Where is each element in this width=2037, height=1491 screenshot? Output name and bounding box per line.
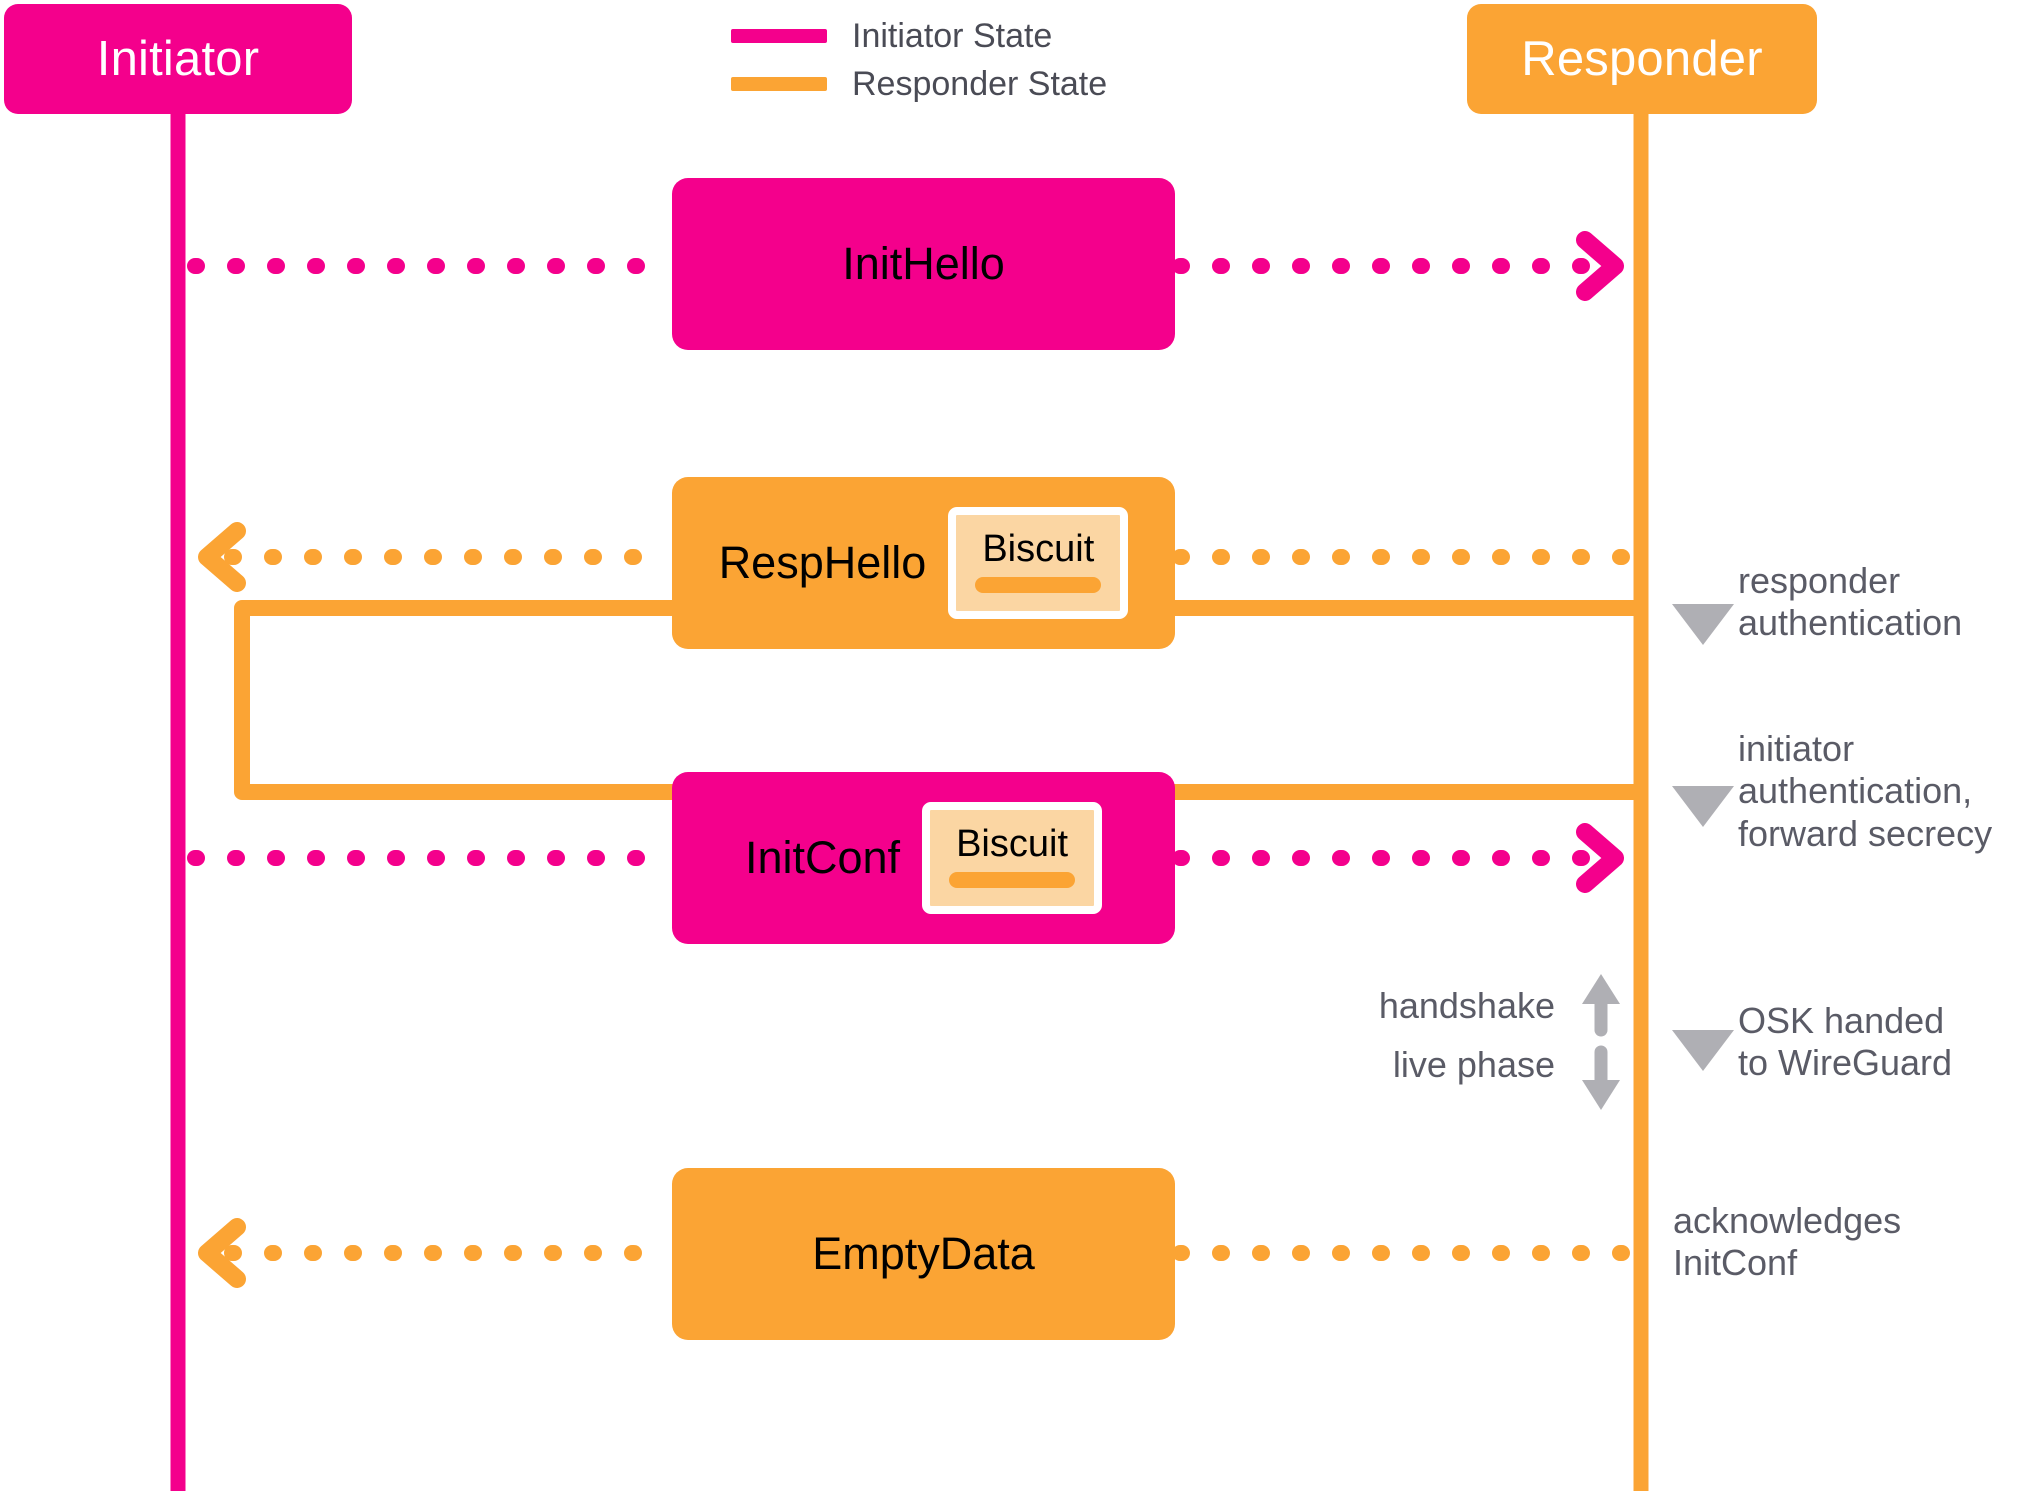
- message-label-initconf: InitConf: [744, 832, 901, 883]
- message-box-inithello[interactable]: InitHello: [672, 178, 1175, 350]
- triangle-down-icon-initiator-auth: [1672, 786, 1734, 827]
- legend: Initiator State Responder State: [731, 12, 1107, 108]
- annotation-responder-authentication: responder authentication: [1738, 560, 1963, 644]
- phase-label-handshake: handshake: [1378, 985, 1555, 1026]
- message-box-emptydata[interactable]: EmptyData: [672, 1168, 1175, 1340]
- annotation-osk-handed-to-wireguard: OSK handed to WireGuard: [1738, 1000, 1953, 1084]
- arrowhead-initconf-icon: [1576, 823, 1624, 893]
- message-label-inithello: InitHello: [842, 238, 1005, 289]
- biscuit-badge-resphello: Biscuit: [948, 507, 1129, 619]
- message-box-initconf[interactable]: InitConf Biscuit: [672, 772, 1175, 944]
- arrow-up-icon-handshake: [1582, 974, 1620, 1037]
- biscuit-bar-icon: [949, 871, 1076, 888]
- arrow-down-icon-live-phase: [1582, 1045, 1620, 1110]
- arrowhead-emptydata-icon: [198, 1218, 246, 1288]
- legend-item-responder-state: Responder State: [731, 60, 1107, 108]
- triangle-down-icon-responder-auth: [1672, 604, 1734, 645]
- message-label-resphello: RespHello: [718, 537, 927, 588]
- biscuit-bar-icon: [975, 576, 1102, 593]
- annotation-acknowledges-initconf: acknowledges InitConf: [1673, 1200, 1902, 1284]
- annotation-initiator-authentication: initiator authentication, forward secrec…: [1738, 728, 1993, 854]
- message-box-resphello[interactable]: RespHello Biscuit: [672, 477, 1175, 649]
- message-label-emptydata: EmptyData: [812, 1228, 1035, 1279]
- biscuit-label-resphello: Biscuit: [982, 527, 1095, 570]
- actor-label-initiator: Initiator: [96, 32, 260, 86]
- arrowhead-resphello-icon: [198, 522, 246, 592]
- phase-label-live-phase: live phase: [1392, 1044, 1555, 1085]
- legend-item-initiator-state: Initiator State: [731, 12, 1107, 60]
- arrowhead-inithello-icon: [1576, 231, 1624, 301]
- biscuit-label-initconf: Biscuit: [956, 822, 1068, 865]
- biscuit-badge-initconf: Biscuit: [922, 802, 1103, 914]
- triangle-down-icon-osk: [1672, 1030, 1734, 1071]
- actor-label-responder: Responder: [1521, 32, 1763, 86]
- legend-swatch-responder-icon: [731, 77, 827, 91]
- legend-label-initiator-state: Initiator State: [852, 16, 1053, 55]
- actor-header-initiator: Initiator: [4, 4, 352, 114]
- legend-label-responder-state: Responder State: [852, 64, 1108, 103]
- legend-swatch-initiator-icon: [731, 29, 827, 43]
- actor-header-responder: Responder: [1467, 4, 1817, 114]
